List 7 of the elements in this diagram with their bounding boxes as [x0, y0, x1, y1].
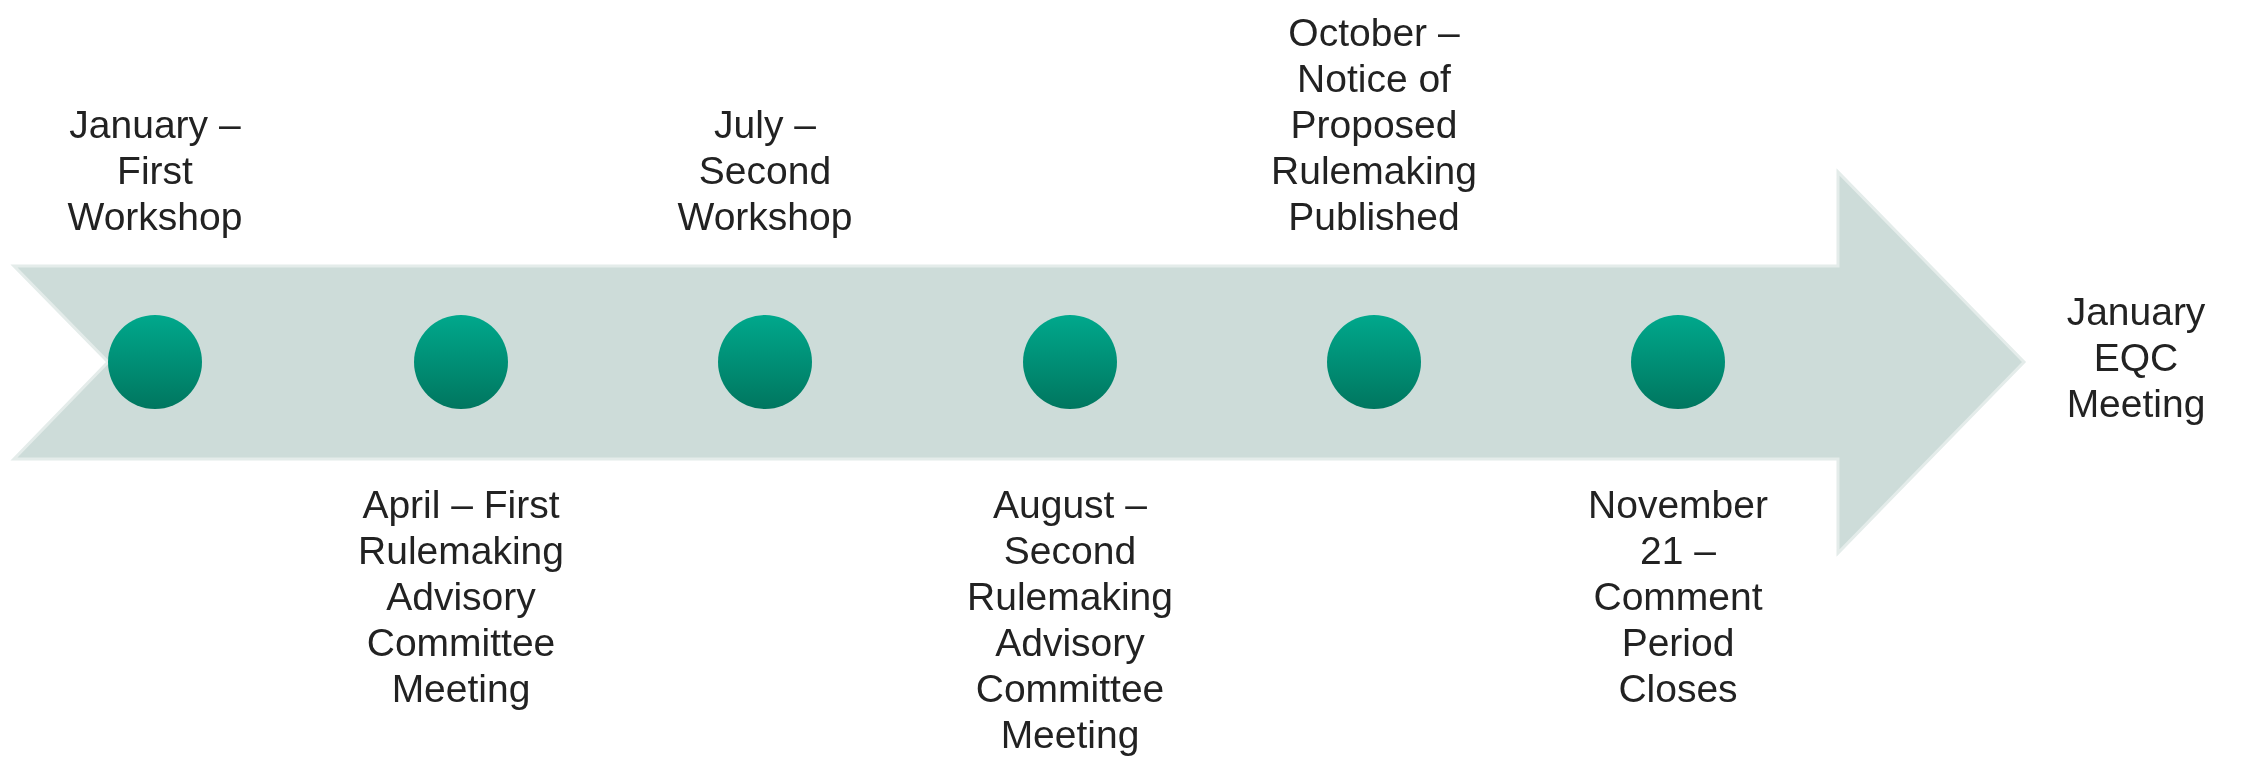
end-label: January EQC Meeting: [2065, 289, 2207, 427]
milestone-label: November 21 – Comment Period Closes: [1587, 482, 1769, 712]
milestone-label: July – Second Workshop: [676, 102, 854, 240]
milestone-label: January – First Workshop: [66, 102, 244, 240]
milestone-label: August – Second Rulemaking Advisory Committee Meeting: [966, 482, 1174, 758]
milestone-label: April – First Rulemaking Advisory Committee Meeting: [357, 482, 565, 712]
milestone-label: October – Notice of Proposed Rulemaking Published: [1270, 10, 1478, 240]
